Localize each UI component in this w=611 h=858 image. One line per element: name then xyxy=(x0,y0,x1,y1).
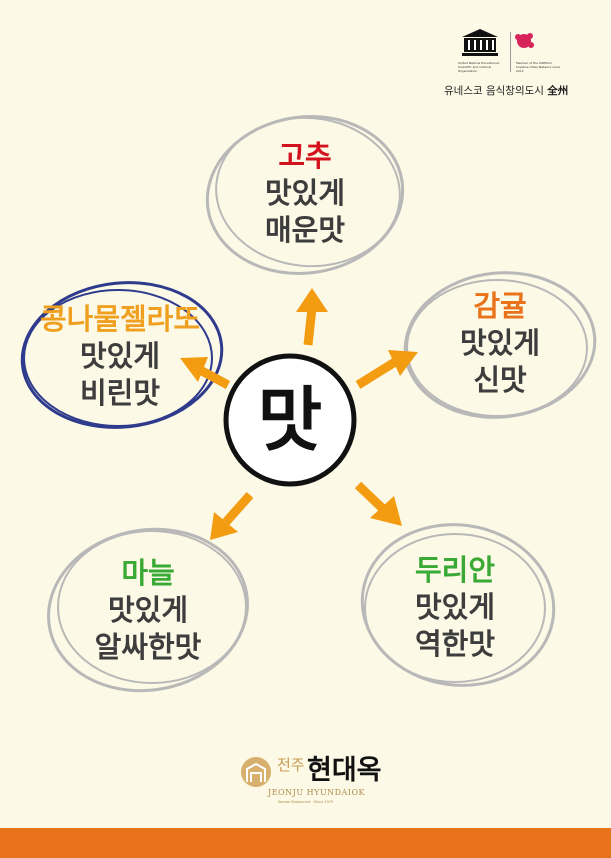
bubble-title: 감귤 xyxy=(473,289,527,323)
bubble-gochu: 고추 맛있게 매운맛 xyxy=(205,138,405,249)
bubble-line: 맛있게 xyxy=(459,326,541,360)
bubble-maneul: 마늘 맛있게 알싸한맛 xyxy=(48,555,248,666)
bubble-line: 맛있게 xyxy=(414,590,496,624)
bubble-outline-left xyxy=(20,281,224,429)
caption-city: 全州 xyxy=(547,85,569,97)
gate-emblem-icon xyxy=(241,757,271,787)
bubble-line: 맛있게 xyxy=(264,176,346,210)
bubble-line: 신맛 xyxy=(473,363,527,397)
bubble-line: 매운맛 xyxy=(264,213,346,247)
center-label: 맛 xyxy=(257,378,323,461)
bubble-line: 맛있게 xyxy=(107,593,189,627)
bubble-line: 맛있게 xyxy=(79,339,161,373)
center-circle xyxy=(223,353,357,487)
brand-english: JEONJU HYUNDAIOK xyxy=(268,788,365,797)
unesco-temple-icon xyxy=(462,29,498,56)
bubble-kongnamul-gelato: 콩나물젤라또 맛있게 비린맛 xyxy=(20,301,220,412)
unesco-org-name: United Nations Educational, Scientific a… xyxy=(458,61,500,73)
hyundaiok-logo: 전주 현대옥 JEONJU HYUNDAIOK Korean Restauran… xyxy=(240,752,390,810)
bubble-title: 마늘 xyxy=(121,556,175,590)
bubble-title: 콩나물젤라또 xyxy=(39,302,201,336)
footer-bar xyxy=(0,828,611,858)
bubble-line: 역한맛 xyxy=(414,627,496,661)
brand-tagline: Korean Restaurant · Since 1979 xyxy=(278,800,334,804)
bubble-outline-bottom-right xyxy=(360,523,556,687)
unesco-caption: 유네스코 음식창의도시 全州 xyxy=(444,83,568,98)
bubble-gamgyul: 감귤 맛있게 신맛 xyxy=(400,288,600,399)
bubble-title: 두리안 xyxy=(414,553,496,587)
bubble-line: 비린맛 xyxy=(79,376,161,410)
bubble-title: 고추 xyxy=(278,139,332,173)
brand-region: 전주 xyxy=(277,756,305,774)
bubble-durian: 두리안 맛있게 역한맛 xyxy=(355,552,555,663)
creative-city-text: Member of the UNESCO Creative Cities Net… xyxy=(516,61,561,73)
caption-text: 유네스코 음식창의도시 xyxy=(444,85,544,97)
bubble-outline-bottom-left xyxy=(47,527,249,693)
creative-city-flower-icon xyxy=(515,33,534,48)
bubble-line: 알싸한맛 xyxy=(94,630,202,664)
brand-name: 현대옥 xyxy=(307,755,382,786)
